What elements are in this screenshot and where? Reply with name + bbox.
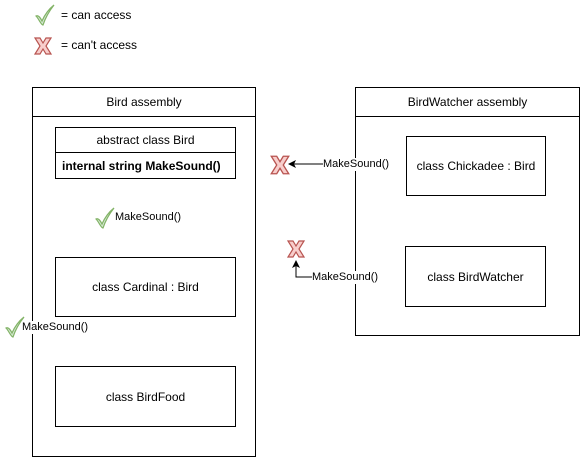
chickadee-makesound-label: MakeSound() [323,158,390,171]
cross-icon [33,37,53,55]
class-cardinal: class Cardinal : Bird [55,257,236,317]
legend: = can access = can't access [30,4,180,56]
check-icon [94,207,115,229]
class-birdfood-label: class BirdFood [105,389,186,404]
cross-icon [286,240,306,258]
class-birdfood: class BirdFood [55,366,236,427]
birdfood-makesound-label: MakeSound() [22,321,89,334]
cross-icon [270,155,290,175]
bird-assembly-title: Bird assembly [33,88,255,117]
cardinal-makesound-label: MakeSound() [115,211,182,224]
check-icon [4,316,25,338]
check-icon [34,4,55,26]
class-birdwatcher: class BirdWatcher [405,246,546,307]
abstract-class-bird: abstract class Bird internal string Make… [55,127,236,179]
class-chickadee-label: class Chickadee : Bird [416,159,536,173]
class-chickadee: class Chickadee : Bird [406,136,546,196]
legend-can-access: = can access [61,8,132,22]
legend-cant-access: = can't access [61,38,137,52]
class-birdwatcher-label: class BirdWatcher [427,269,524,284]
makesound-member: internal string MakeSound() [62,159,221,173]
birdwatcher-makesound-label: MakeSound() [312,271,379,284]
class-cardinal-label: class Cardinal : Bird [92,280,199,294]
birdwatcher-assembly-title: BirdWatcher assembly [356,88,579,117]
abstract-class-bird-title: abstract class Bird [56,128,235,153]
